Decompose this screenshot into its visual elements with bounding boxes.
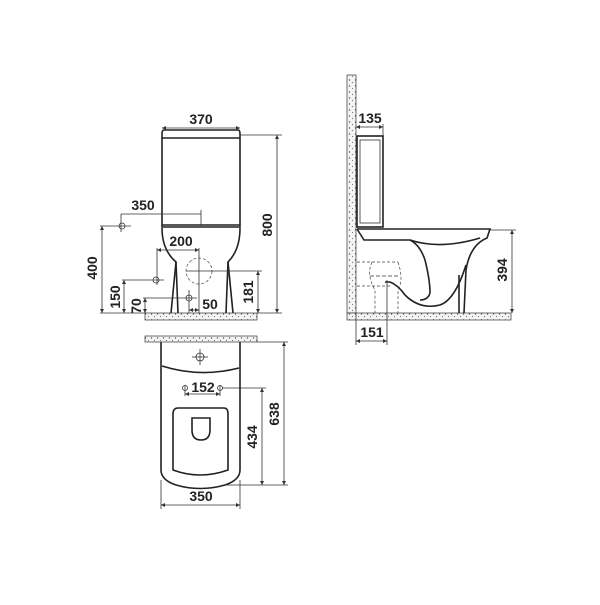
cistern-outline (161, 129, 241, 228)
dim-tank-depth: 135 (358, 110, 382, 126)
top-view: 152 434 638 350 (144, 335, 288, 509)
dim-total-height: 800 (259, 213, 275, 237)
dim-outlet-wall: 151 (360, 324, 384, 340)
dim-fixing-spacing: 152 (191, 379, 215, 395)
dim-inlet-height: 400 (84, 256, 100, 280)
seat-outline (172, 407, 229, 476)
front-view: 370 800 350 400 200 181 150 70 (84, 111, 282, 321)
dim-fixing-height-150: 150 (107, 285, 123, 309)
dim-outlet-offset: 200 (169, 233, 193, 249)
side-cistern (356, 135, 384, 228)
dim-fixing-offset: 50 (202, 296, 218, 312)
dim-total-depth: 638 (266, 402, 282, 426)
dim-depth-fixings: 434 (244, 425, 260, 449)
floor-hatch (144, 312, 258, 321)
wall-hatch (144, 335, 258, 343)
dim-fixing-height-70: 70 (128, 298, 144, 314)
dim-rim-height: 394 (494, 258, 510, 282)
dim-inlet-offset: 350 (131, 197, 155, 213)
side-view: 135 394 151 (346, 74, 516, 345)
dim-top-width: 350 (189, 488, 213, 504)
side-floor-hatch (346, 312, 512, 321)
dim-outlet-height: 181 (240, 280, 256, 304)
dim-tank-width: 370 (189, 111, 213, 127)
side-wall-hatch (346, 74, 357, 314)
top-outline (160, 342, 241, 490)
